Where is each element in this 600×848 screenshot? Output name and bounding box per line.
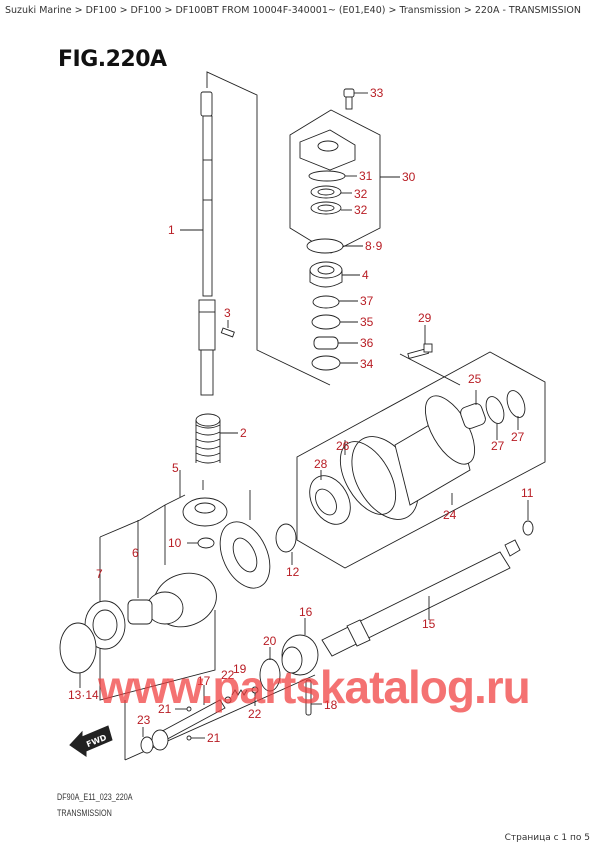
pin-part-18[interactable] (305, 679, 312, 716)
label-19[interactable]: 19 (233, 662, 247, 676)
label-12[interactable]: 12 (286, 565, 300, 579)
label-17[interactable]: 17 (197, 674, 211, 688)
bolt-part-33[interactable] (343, 88, 355, 110)
label-13-14[interactable]: 13·14 (68, 688, 99, 702)
label-7[interactable]: 7 (96, 567, 103, 581)
seal-part-27a[interactable] (483, 394, 508, 426)
gearcase-group-24-bracket (296, 351, 546, 569)
shift-plunger-part-17[interactable] (151, 699, 226, 751)
label-8-9[interactable]: 8·9 (365, 239, 383, 253)
driveshaft-bracket (206, 71, 331, 386)
label-26[interactable]: 26 (336, 439, 350, 453)
label-35[interactable]: 35 (360, 315, 374, 329)
label-18[interactable]: 18 (324, 698, 338, 712)
pinion-gear-part-5[interactable] (182, 497, 228, 527)
label-24[interactable]: 24 (443, 508, 457, 522)
propeller-shaft-part-15[interactable] (321, 539, 521, 657)
label-15[interactable]: 15 (422, 617, 436, 631)
label-16[interactable]: 16 (299, 605, 313, 619)
label-33[interactable]: 33 (370, 86, 384, 100)
washer-part-23[interactable] (140, 736, 154, 754)
label-10[interactable]: 10 (168, 536, 182, 550)
label-27b[interactable]: 27 (511, 430, 525, 444)
reverse-gear[interactable] (210, 514, 279, 596)
label-20[interactable]: 20 (263, 634, 277, 648)
bearing-part-10[interactable] (197, 537, 215, 549)
bearing-part-7[interactable] (84, 600, 126, 650)
washer-part-34[interactable] (311, 355, 341, 371)
ball-part-22a[interactable] (224, 696, 232, 704)
pagination: Страница с 1 по 5 (504, 833, 590, 843)
breadcrumb[interactable]: Suzuki Marine > DF100 > DF100 > DF100BT … (5, 5, 582, 16)
label-21a[interactable]: 21 (158, 702, 172, 716)
label-2[interactable]: 2 (240, 426, 247, 440)
label-28[interactable]: 28 (314, 457, 328, 471)
label-23[interactable]: 23 (137, 713, 151, 727)
label-27a[interactable]: 27 (491, 439, 505, 453)
fwd-arrow-icon: FWD (69, 725, 113, 757)
label-32a[interactable]: 32 (354, 187, 368, 201)
label-21b[interactable]: 21 (207, 731, 221, 745)
gearcase-part-24[interactable] (338, 388, 484, 531)
oring-part-11[interactable] (522, 520, 534, 536)
shim-part-36[interactable] (313, 336, 339, 350)
bearing-part-6[interactable] (127, 599, 153, 625)
washer-part-35[interactable] (311, 314, 341, 330)
spring-part-2[interactable] (195, 413, 221, 464)
oring-part-8-9[interactable] (306, 238, 344, 254)
spring-part-19[interactable] (231, 689, 248, 696)
label-29[interactable]: 29 (418, 311, 432, 325)
clutch-dog-part-16[interactable] (281, 634, 319, 676)
pin-part-3[interactable] (220, 327, 235, 338)
seal-part-27b[interactable] (504, 388, 529, 420)
shim-part-12[interactable] (275, 523, 297, 553)
label-4[interactable]: 4 (362, 268, 369, 282)
ball-part-21b[interactable] (186, 735, 192, 741)
forward-gear[interactable] (146, 565, 224, 636)
figure-code: DF90A_E11_023_220A (57, 792, 133, 802)
washer-part-37[interactable] (312, 295, 340, 309)
label-25[interactable]: 25 (468, 372, 482, 386)
label-11[interactable]: 11 (521, 486, 534, 500)
label-1[interactable]: 1 (168, 223, 175, 237)
bearing-part-25[interactable] (459, 402, 487, 430)
bearing-part-4[interactable] (309, 261, 343, 288)
label-36[interactable]: 36 (360, 336, 374, 350)
bolt-part-29[interactable] (407, 343, 433, 360)
label-34[interactable]: 34 (360, 357, 374, 371)
bearing-part-28[interactable] (301, 468, 358, 531)
watermark: www.partskatalog.ru (98, 661, 531, 713)
driveshaft-part-1[interactable] (198, 91, 216, 396)
label-6[interactable]: 6 (132, 546, 139, 560)
gear-group-bracket (99, 494, 186, 538)
pump-case-part-31[interactable] (299, 129, 356, 182)
label-22b[interactable]: 22 (248, 707, 262, 721)
label-22a[interactable]: 22 (221, 668, 235, 682)
figure-name: TRANSMISSION (57, 808, 112, 818)
label-3[interactable]: 3 (224, 306, 231, 320)
label-5[interactable]: 5 (172, 461, 179, 475)
shim-part-13-14[interactable] (59, 622, 97, 674)
label-31[interactable]: 31 (359, 169, 373, 183)
label-30[interactable]: 30 (402, 170, 416, 184)
label-32b[interactable]: 32 (354, 203, 368, 217)
label-37[interactable]: 37 (360, 294, 374, 308)
figure-title: FIG.220A (58, 47, 167, 72)
oring-part-26[interactable] (329, 432, 407, 523)
